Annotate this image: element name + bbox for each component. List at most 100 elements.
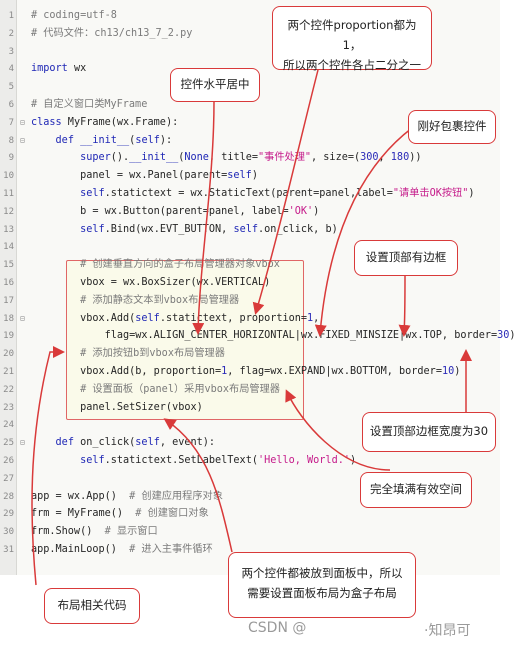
- fold-toggle-icon[interactable]: ⊟: [20, 313, 25, 323]
- code-text: vbox.Add(b, proportion=1, flag=wx.EXPAND…: [31, 362, 460, 382]
- code-token: frm.Show(): [31, 526, 105, 538]
- callout-text: 控件水平居中: [180, 77, 250, 91]
- code-text: panel = wx.Panel(parent=self): [31, 166, 258, 186]
- arrow-wrap-content: [314, 127, 413, 337]
- annotation-arrows: [31, 69, 472, 586]
- code-token: self: [135, 134, 160, 146]
- code-token: def: [55, 437, 74, 449]
- code-token: (: [129, 134, 136, 146]
- code-token: "请单击OK按钮": [392, 188, 469, 199]
- line-number: 20: [3, 349, 14, 360]
- line-number-gutter: [0, 0, 17, 575]
- code-token: self: [80, 455, 105, 466]
- code-token: vbox = wx.BoxSizer(wx.VERTICAL): [31, 277, 271, 288]
- line-number: 29: [3, 509, 14, 520]
- code-token: # 自定义窗口类MyFrame: [31, 99, 148, 110]
- line-number: 9: [8, 153, 14, 164]
- code-token: 180: [390, 152, 410, 164]
- code-line: 3: [0, 42, 500, 62]
- line-number: 10: [3, 171, 14, 182]
- code-token: # 创建窗口对象: [135, 508, 209, 520]
- line-number: 14: [3, 242, 14, 253]
- code-token: on_click(: [73, 437, 136, 449]
- line-number: 28: [3, 491, 14, 502]
- layout-code-highlight-box: [66, 260, 304, 420]
- fold-toggle-icon[interactable]: ⊟: [20, 117, 25, 127]
- code-text: def __init__(self):: [31, 131, 173, 151]
- callout-text: 所以两个控件各占二分之一: [283, 58, 421, 72]
- line-number: 19: [3, 331, 14, 342]
- code-token: class: [31, 116, 62, 128]
- code-text: # 添加按钮b到vbox布局管理器: [31, 344, 225, 364]
- line-number: 23: [3, 402, 14, 413]
- code-line: 27: [0, 469, 500, 489]
- code-token: , event):: [159, 437, 216, 449]
- line-number: 16: [3, 278, 14, 288]
- code-token: self: [135, 312, 160, 324]
- code-token: )): [409, 152, 422, 164]
- line-number: 3: [8, 46, 14, 57]
- code-token: ): [468, 188, 475, 199]
- fold-toggle-icon[interactable]: ⊟: [20, 438, 25, 448]
- code-text: vbox = wx.BoxSizer(wx.VERTICAL): [31, 273, 270, 293]
- code-line: 25⊟ def on_click(self, event):: [0, 433, 500, 453]
- callout-text: 设置顶部边框宽度为30: [369, 424, 489, 438]
- code-token: 1: [221, 366, 228, 377]
- callout-top-border: 设置顶部有边框: [354, 240, 458, 276]
- code-token: ): [509, 330, 516, 342]
- callout-fill-space: 完全填满有效空间: [360, 472, 472, 508]
- line-number: 17: [3, 295, 14, 306]
- code-token: "事件处理": [258, 152, 312, 164]
- callout-wrap-content: 刚好包裹控件: [408, 110, 496, 144]
- callout-panel-layout: 两个控件都被放到面板中，所以 需要设置面板布局为盒子布局: [228, 552, 416, 618]
- line-number: 12: [3, 206, 14, 217]
- line-number: 4: [8, 64, 14, 75]
- code-token: # 代码文件：ch13/ch13_7_2.py: [31, 27, 193, 39]
- code-text: # 添加静态文本到vbox布局管理器: [31, 291, 239, 311]
- code-line: 17 # 添加静态文本到vbox布局管理器: [0, 291, 500, 311]
- code-text: # coding=utf-8: [31, 6, 117, 26]
- code-line: 10 panel = wx.Panel(parent=self): [0, 166, 500, 186]
- code-text: # 设置面板（panel）采用vbox布局管理器: [31, 380, 280, 400]
- code-token: 30: [497, 330, 510, 342]
- code-line: 6 # 自定义窗口类MyFrame: [0, 95, 500, 115]
- fold-toggle-icon[interactable]: ⊟: [20, 135, 25, 145]
- code-token: # 添加按钮b到vbox布局管理器: [80, 348, 225, 360]
- code-token: 'OK': [288, 205, 314, 217]
- code-line: 12 b = wx.Button(parent=panel, label='OK…: [0, 202, 500, 222]
- code-token: self: [80, 223, 105, 235]
- code-text: # 自定义窗口类MyFrame: [31, 95, 147, 115]
- callout-text: 完全填满有效空间: [370, 482, 462, 496]
- code-text: self.statictext = wx.StaticText(parent=p…: [31, 184, 475, 204]
- code-text: # 代码文件：ch13/ch13_7_2.py: [31, 24, 192, 44]
- code-line: 18⊟ vbox.Add(self.statictext, proportion…: [0, 309, 500, 329]
- line-number: 6: [8, 100, 14, 110]
- callout-text: 需要设置面板布局为盒子布局: [247, 586, 397, 600]
- code-text: frm.Show() # 显示窗口: [31, 522, 158, 542]
- code-token: 300: [360, 152, 379, 164]
- code-text: vbox.Add(self.statictext, proportion=1,: [31, 309, 319, 329]
- callout-top-border-width: 设置顶部边框宽度为30: [362, 412, 496, 452]
- watermark-zhihu: ·知昂可: [424, 623, 471, 639]
- code-text: class MyFrame(wx.Frame):: [31, 113, 178, 133]
- code-token: app = wx.App(): [31, 490, 130, 502]
- code-line: 1# coding=utf-8: [0, 6, 500, 26]
- line-number: 15: [3, 260, 14, 271]
- code-token: app.MainLoop(): [31, 544, 130, 555]
- code-token: self: [227, 170, 252, 182]
- code-token: vbox.Add(b, proportion=: [31, 366, 222, 377]
- line-number: 24: [3, 420, 14, 431]
- code-text: panel.SetSizer(vbox): [31, 398, 203, 418]
- callout-text: 设置顶部有边框: [365, 250, 447, 264]
- code-line: 15 # 创建垂直方向的盒子布局管理器对象vbox: [0, 255, 500, 275]
- code-token: wx: [67, 63, 87, 75]
- arrow-layout-code: [31, 346, 65, 586]
- line-number: 13: [3, 224, 14, 235]
- code-text: b = wx.Button(parent=panel, label='OK'): [31, 202, 319, 222]
- code-token: ): [313, 205, 320, 217]
- code-text: self.Bind(wx.EVT_BUTTON, self.on_click, …: [31, 220, 338, 240]
- code-line: 5: [0, 77, 500, 97]
- code-token: def: [55, 134, 74, 146]
